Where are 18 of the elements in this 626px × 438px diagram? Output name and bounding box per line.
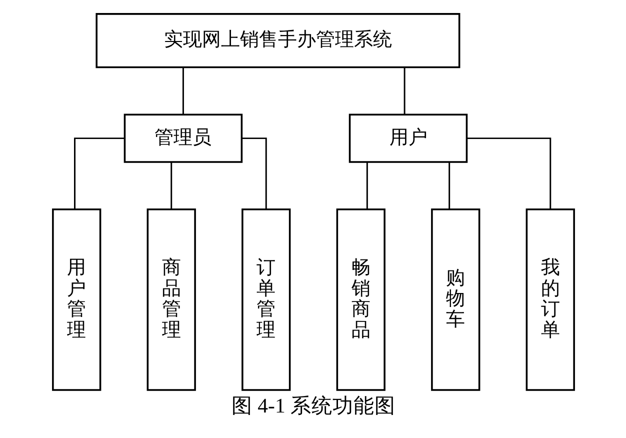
node-box: 用户 [348,114,468,163]
node-box: 订单管理 [241,208,290,391]
connector [466,138,551,210]
node-box: 管理员 [123,114,242,163]
node-box: 购物车 [430,208,480,391]
node-box: 实现网上销售手办管理系统 [95,13,460,68]
node-box: 畅销商品 [336,208,385,391]
connector [74,138,124,210]
connector [403,67,405,114]
node-box: 商品管理 [146,208,196,391]
connector [182,67,184,114]
connector [366,162,368,209]
node-box: 我的订单 [525,208,574,391]
node-box: 用户管理 [52,208,101,391]
caption: 图 4-1 系统功能图 [231,396,395,418]
connector [241,138,266,210]
connector [170,162,172,209]
connector [448,162,450,209]
